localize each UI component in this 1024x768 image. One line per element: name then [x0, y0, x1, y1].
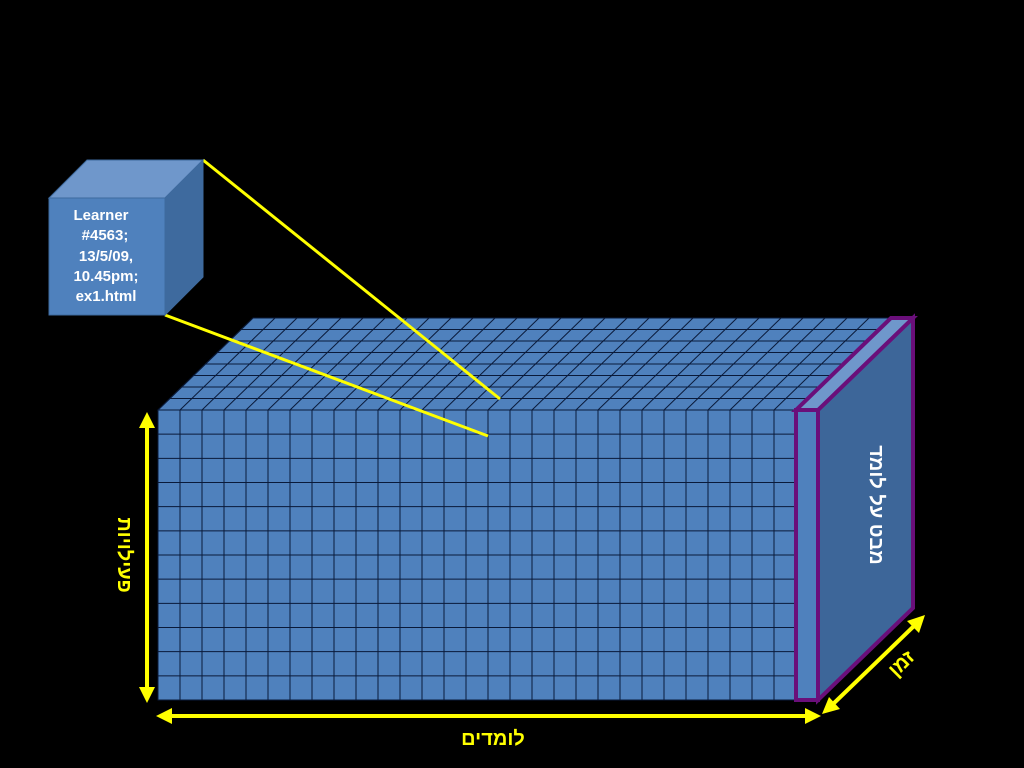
data-cell-line-1: Learner — [73, 207, 128, 224]
single-data-cell: Learner #4563; 13/5/09, 10.45pm; ex1.htm… — [47, 158, 205, 317]
callout-lines — [164, 158, 501, 438]
cube-top-face — [156, 317, 893, 411]
activities-arrow — [139, 412, 155, 703]
data-cell-line-4: 10.45pm; — [73, 268, 138, 285]
slice-front-face — [794, 408, 820, 702]
data-cell-line-2: #4563; — [82, 227, 129, 244]
data-cell-line-3: 13/5/09, — [79, 248, 133, 265]
time-arrow — [822, 615, 925, 714]
cube-front-face — [157, 409, 797, 701]
learner-view-slice: מבט על לומד — [791, 313, 918, 705]
callout-line-lower — [164, 313, 489, 438]
activities-axis-label: פעילויות — [113, 517, 135, 592]
callout-line-upper — [202, 158, 501, 401]
side-panel-label: מבט על לומד — [865, 445, 887, 565]
learners-axis-label: לומדים — [461, 728, 525, 750]
data-cell-front — [48, 197, 166, 316]
learners-arrow — [156, 708, 821, 724]
data-cell-line-5: ex1.html — [76, 288, 137, 305]
